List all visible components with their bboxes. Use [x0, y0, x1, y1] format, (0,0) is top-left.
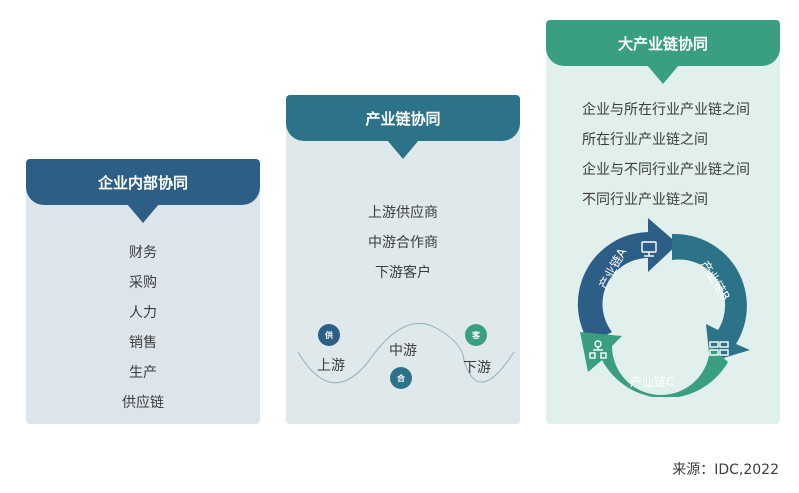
internal-collab-title: 企业内部协同 [26, 159, 260, 223]
list-item: 上游供应商 [368, 205, 438, 221]
chain-collab-list: 上游供应商 中游合作商 下游客户 [286, 198, 520, 288]
list-item: 所在行业产业链之间 [582, 132, 708, 148]
chain-b-arrow [672, 233, 750, 362]
chain-a-arrow [577, 218, 678, 344]
list-item: 生产 [129, 365, 157, 381]
list-item: 不同行业产业链之间 [582, 192, 708, 208]
computer-icon [641, 241, 657, 257]
list-item: 中游合作商 [368, 235, 438, 251]
list-item: 下游客户 [375, 265, 431, 281]
midstream-label: 中游 [389, 343, 417, 359]
list-item: 采购 [129, 275, 157, 291]
big-chain-collab-list: 企业与所在行业产业链之间 所在行业产业链之间 企业与不同行业产业链之间 不同行业… [582, 95, 782, 215]
partner-icon: 合 [390, 367, 412, 389]
upstream-label: 上游 [317, 358, 345, 374]
list-item: 销售 [129, 335, 157, 351]
list-item: 企业与所在行业产业链之间 [582, 102, 750, 118]
downstream-label: 下游 [463, 360, 491, 376]
list-item: 供应链 [122, 395, 164, 411]
network-icon [589, 340, 607, 359]
chain-c-arrow [580, 332, 728, 397]
list-item: 人力 [129, 305, 157, 321]
customer-icon: 客 [465, 324, 487, 346]
flow-wave [297, 323, 515, 384]
chain-c-label: 产业链C [630, 374, 674, 389]
internal-collab-list: 财务 采购 人力 销售 生产 供应链 [26, 238, 260, 418]
supplier-icon: 供 [318, 324, 340, 346]
server-icon [709, 341, 729, 356]
list-item: 企业与不同行业产业链之间 [582, 162, 750, 178]
source-note: 来源：IDC,2022 [672, 462, 779, 478]
chain-collab-title: 产业链协同 [286, 95, 520, 159]
big-chain-collab-title: 大产业链协同 [546, 20, 780, 84]
chain-cycle-diagram: 产业链A 产业链B 产业链C [577, 218, 750, 397]
list-item: 财务 [129, 245, 157, 261]
big-chain-collab-panel [546, 30, 780, 424]
